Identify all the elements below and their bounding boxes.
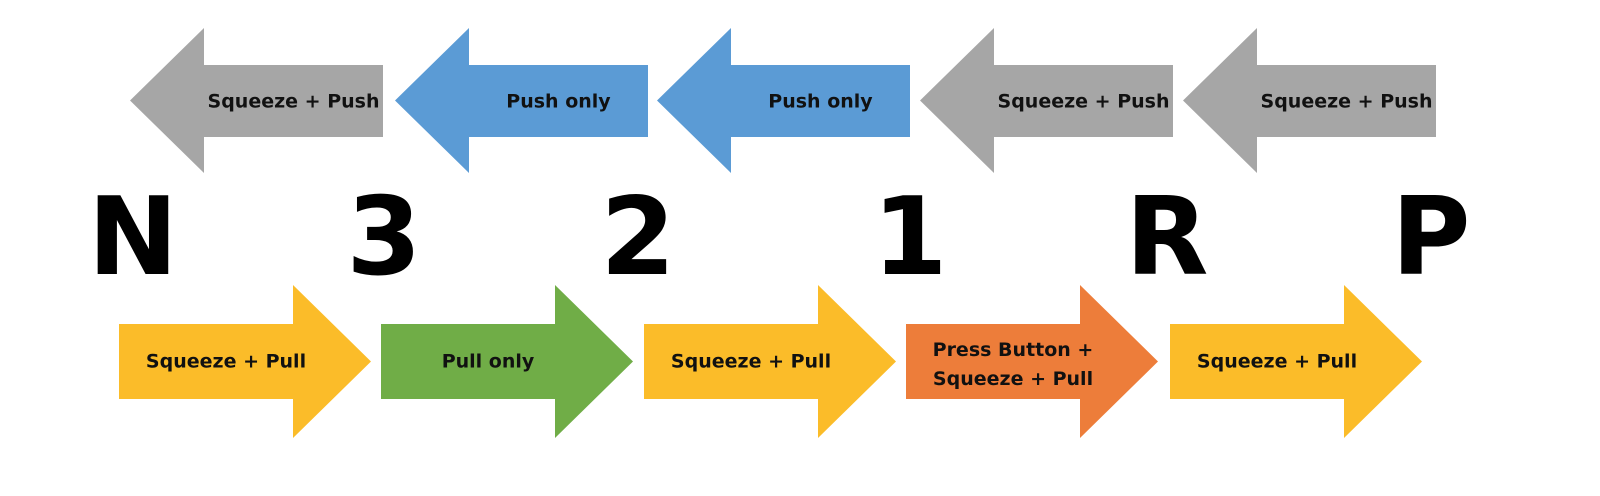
right-arrow-shape — [119, 285, 371, 438]
arrow-label-line: Squeeze + Pull — [933, 368, 1093, 390]
bottom-arrow: Press Button + Squeeze + Pull — [906, 285, 1158, 438]
arrow-label: Push only — [506, 91, 611, 113]
right-arrow-shape — [1170, 285, 1422, 438]
arrow-label: Push only — [768, 91, 873, 113]
arrow-label: Squeeze + Push — [208, 91, 380, 113]
left-arrow-shape — [395, 28, 648, 173]
arrow-label: Squeeze + Pull — [671, 351, 831, 373]
top-arrow: Squeeze + Push — [1183, 28, 1436, 173]
gear-letter: N — [88, 175, 178, 300]
top-arrow: Squeeze + Push — [920, 28, 1173, 173]
top-arrow: Push only — [395, 28, 648, 173]
arrow-label: Squeeze + Pull — [1197, 351, 1357, 373]
gear-letter-row: N 3 2 1 R P — [88, 175, 1471, 300]
gear-letter: R — [1125, 175, 1208, 300]
gear-letter: 3 — [346, 175, 421, 300]
bottom-arrow: Squeeze + Pull — [119, 285, 371, 438]
arrow-label: Press Button + Squeeze + Pull — [933, 339, 1094, 390]
arrow-label: Squeeze + Push — [1261, 91, 1433, 113]
bottom-arrow: Squeeze + Pull — [644, 285, 896, 438]
top-arrow: Squeeze + Push — [130, 28, 383, 173]
arrow-label: Squeeze + Push — [998, 91, 1170, 113]
left-arrow-shape — [657, 28, 910, 173]
bottom-arrow: Pull only — [381, 285, 633, 438]
top-arrow-row: Squeeze + Push Push only Push only Squeeze … — [130, 28, 1436, 173]
right-arrow-shape — [381, 285, 633, 438]
gear-letter: 1 — [872, 175, 947, 300]
top-arrow: Push only — [657, 28, 910, 173]
arrow-label-line: Press Button + — [933, 339, 1094, 361]
right-arrow-shape — [644, 285, 896, 438]
gear-letter: 2 — [600, 175, 675, 300]
left-arrow-shape — [1183, 28, 1436, 173]
bottom-arrow: Squeeze + Pull — [1170, 285, 1422, 438]
right-arrow-shape — [906, 285, 1158, 438]
arrow-label: Pull only — [442, 351, 535, 373]
gear-letter: P — [1391, 175, 1470, 300]
arrow-label: Squeeze + Pull — [146, 351, 306, 373]
left-arrow-shape — [920, 28, 1173, 173]
left-arrow-shape — [130, 28, 383, 173]
